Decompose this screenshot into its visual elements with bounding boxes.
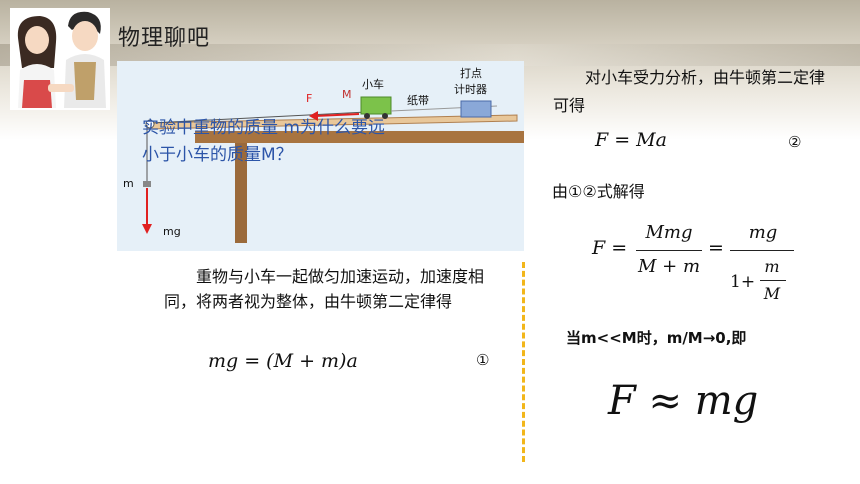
eq3-inner-num: m (764, 257, 780, 276)
condition-text: 当m<<M时，m/M→0,即 (566, 329, 747, 347)
weight-force-label: mg (163, 225, 181, 238)
left-paragraph: 重物与小车一起做匀加速运动，加速度相同，将两者视为整体，由牛顿第二定律得 (164, 267, 485, 311)
right-intro: 对小车受力分析，由牛顿第二定律可得 (553, 68, 826, 115)
result-equation: F ≈ mg (608, 378, 759, 424)
cart-label: 小车 (362, 78, 384, 91)
column-divider (522, 262, 525, 462)
eq3-frac2-den-prefix: 1+ (730, 272, 756, 292)
equation-2-marker: ② (788, 133, 802, 151)
avatar-illustration (10, 8, 110, 110)
eq3-eq-sign: = (708, 237, 724, 259)
eq3-lhs: F = (592, 237, 628, 259)
mass-M-label: M (342, 88, 352, 101)
eq3-frac-num: Mmg (645, 222, 693, 243)
eq3-inner-den: M (763, 284, 781, 303)
diagram-question: 实验中重物的质量 m为什么要远小于小车的质量M？ (142, 118, 385, 165)
eq3-frac2-line (730, 250, 794, 251)
weight-m-label: m (123, 177, 134, 190)
timer-label-2: 计时器 (454, 83, 487, 96)
eq3-frac2-num: mg (748, 222, 778, 243)
timer-label-1: 打点 (460, 67, 482, 80)
banner-streak (0, 44, 860, 66)
page-title: 物理聊吧 (118, 26, 211, 51)
solve-label: 由①②式解得 (552, 182, 645, 201)
eq3-frac-line (636, 250, 702, 251)
eq3-inner-line (760, 280, 786, 281)
equation-1-marker: ① (476, 351, 490, 369)
eq3-frac-den: M + m (637, 256, 701, 277)
force-f-label: F (306, 92, 313, 105)
experiment-diagram: F M 小车 纸带 打点 计时器 m mg (117, 61, 524, 251)
paper-tape-label: 纸带 (407, 94, 429, 107)
equation-1: mg = (M + m)a (208, 350, 358, 372)
equation-2: F = Ma (595, 129, 667, 151)
